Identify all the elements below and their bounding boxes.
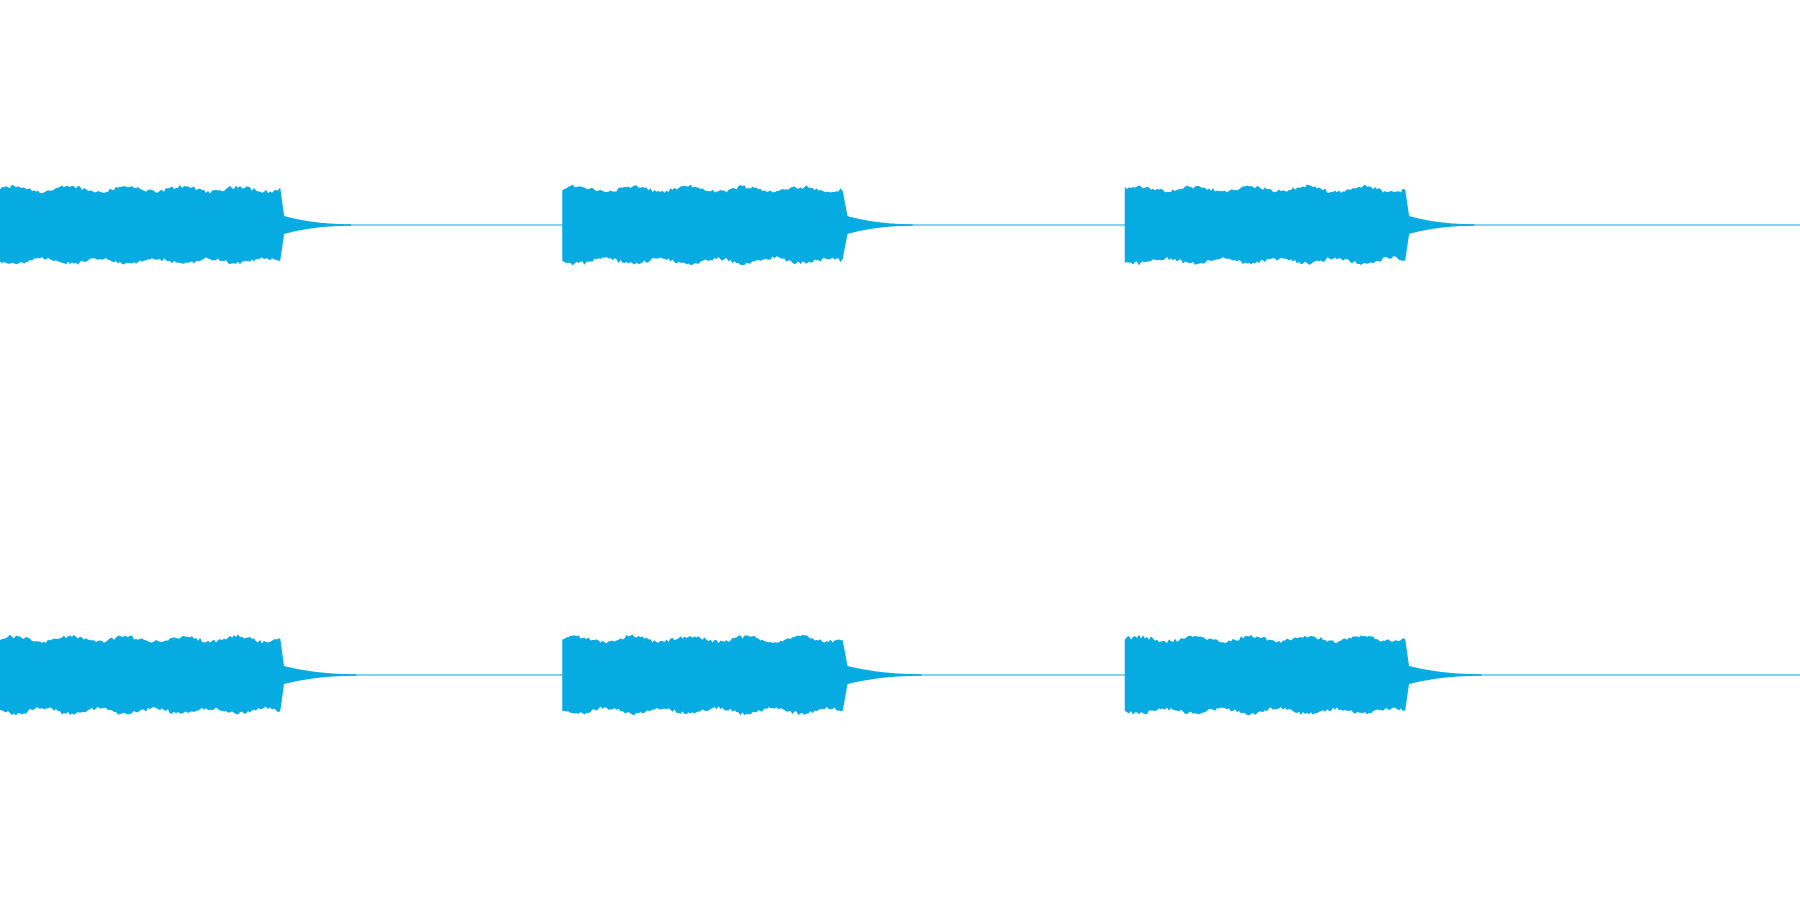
audio-burst: [562, 634, 922, 716]
audio-burst: [1124, 634, 1482, 716]
audio-burst: [0, 184, 352, 265]
audio-burst: [0, 634, 357, 716]
audio-burst: [562, 184, 913, 266]
audio-burst: [1124, 184, 1475, 266]
channel-2-track: [0, 634, 1800, 716]
channel-1-track: [0, 184, 1800, 266]
